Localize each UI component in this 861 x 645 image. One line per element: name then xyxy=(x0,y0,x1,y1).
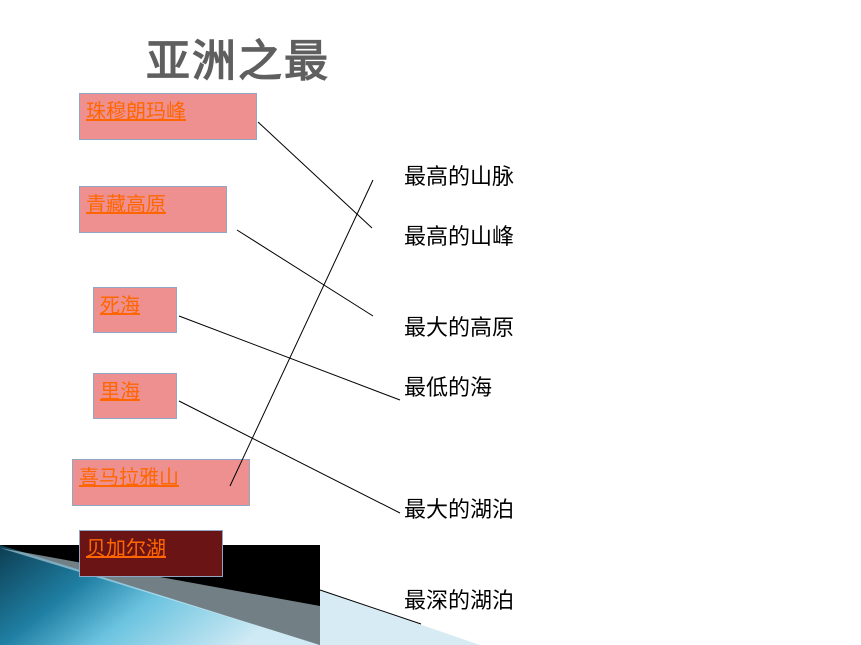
link-sihai[interactable]: 死海 xyxy=(93,287,177,333)
link-beijiaer[interactable]: 贝加尔湖 xyxy=(79,530,223,577)
label-largest-lake: 最大的湖泊 xyxy=(404,498,515,523)
label-largest-plateau: 最大的高原 xyxy=(404,316,515,341)
link-ximalaya[interactable]: 喜马拉雅山 xyxy=(72,459,250,506)
label-highest-range: 最高的山脉 xyxy=(404,165,515,190)
link-zhumulangma[interactable]: 珠穆朗玛峰 xyxy=(79,93,257,140)
label-highest-peak: 最高的山峰 xyxy=(404,225,515,250)
link-qingzang-gaoyuan[interactable]: 青藏高原 xyxy=(79,186,227,233)
page-title: 亚洲之最 xyxy=(146,36,330,87)
link-lihai[interactable]: 里海 xyxy=(93,373,177,419)
label-deepest-lake: 最深的湖泊 xyxy=(404,589,515,614)
label-lowest-sea: 最低的海 xyxy=(404,376,493,401)
